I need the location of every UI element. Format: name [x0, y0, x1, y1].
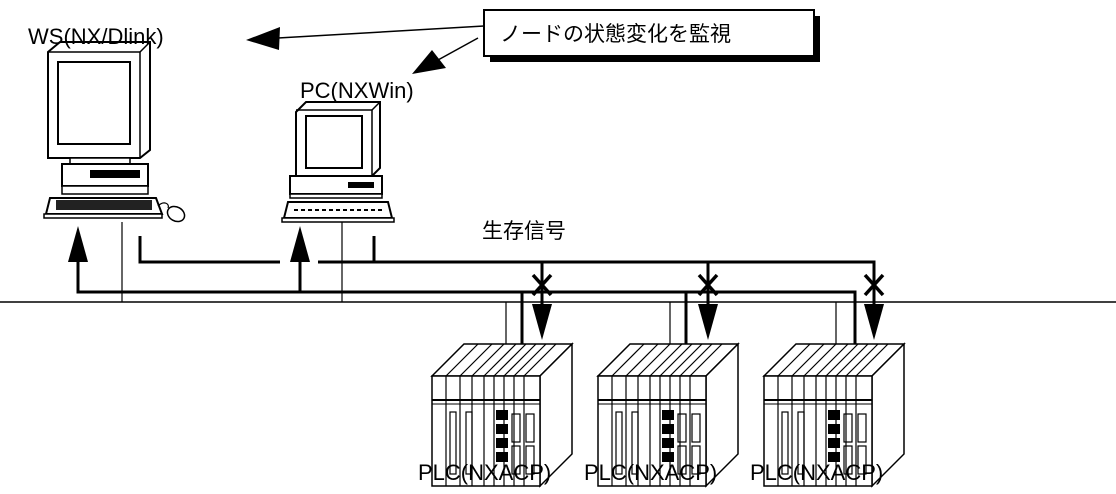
failure-x-marks [531, 273, 885, 297]
workstation-icon [43, 41, 186, 223]
plc-label: PLC(NXACP) [750, 460, 883, 485]
pc-icon [281, 101, 395, 223]
plc-label: PLC(NXACP) [584, 460, 717, 485]
alive-signal-paths [76, 236, 876, 356]
monitor-callout: ノードの状態変化を監視 [483, 9, 820, 62]
pc-label: PC(NXWin) [300, 78, 414, 103]
callout-text: ノードの状態変化を監視 [500, 22, 731, 46]
callout-arrows [246, 25, 485, 74]
signal-label: 生存信号 [482, 219, 566, 243]
arrowheads [68, 226, 884, 340]
ws-label: WS(NX/Dlink) [28, 24, 164, 49]
plc-label: PLC(NXACP) [418, 460, 551, 485]
